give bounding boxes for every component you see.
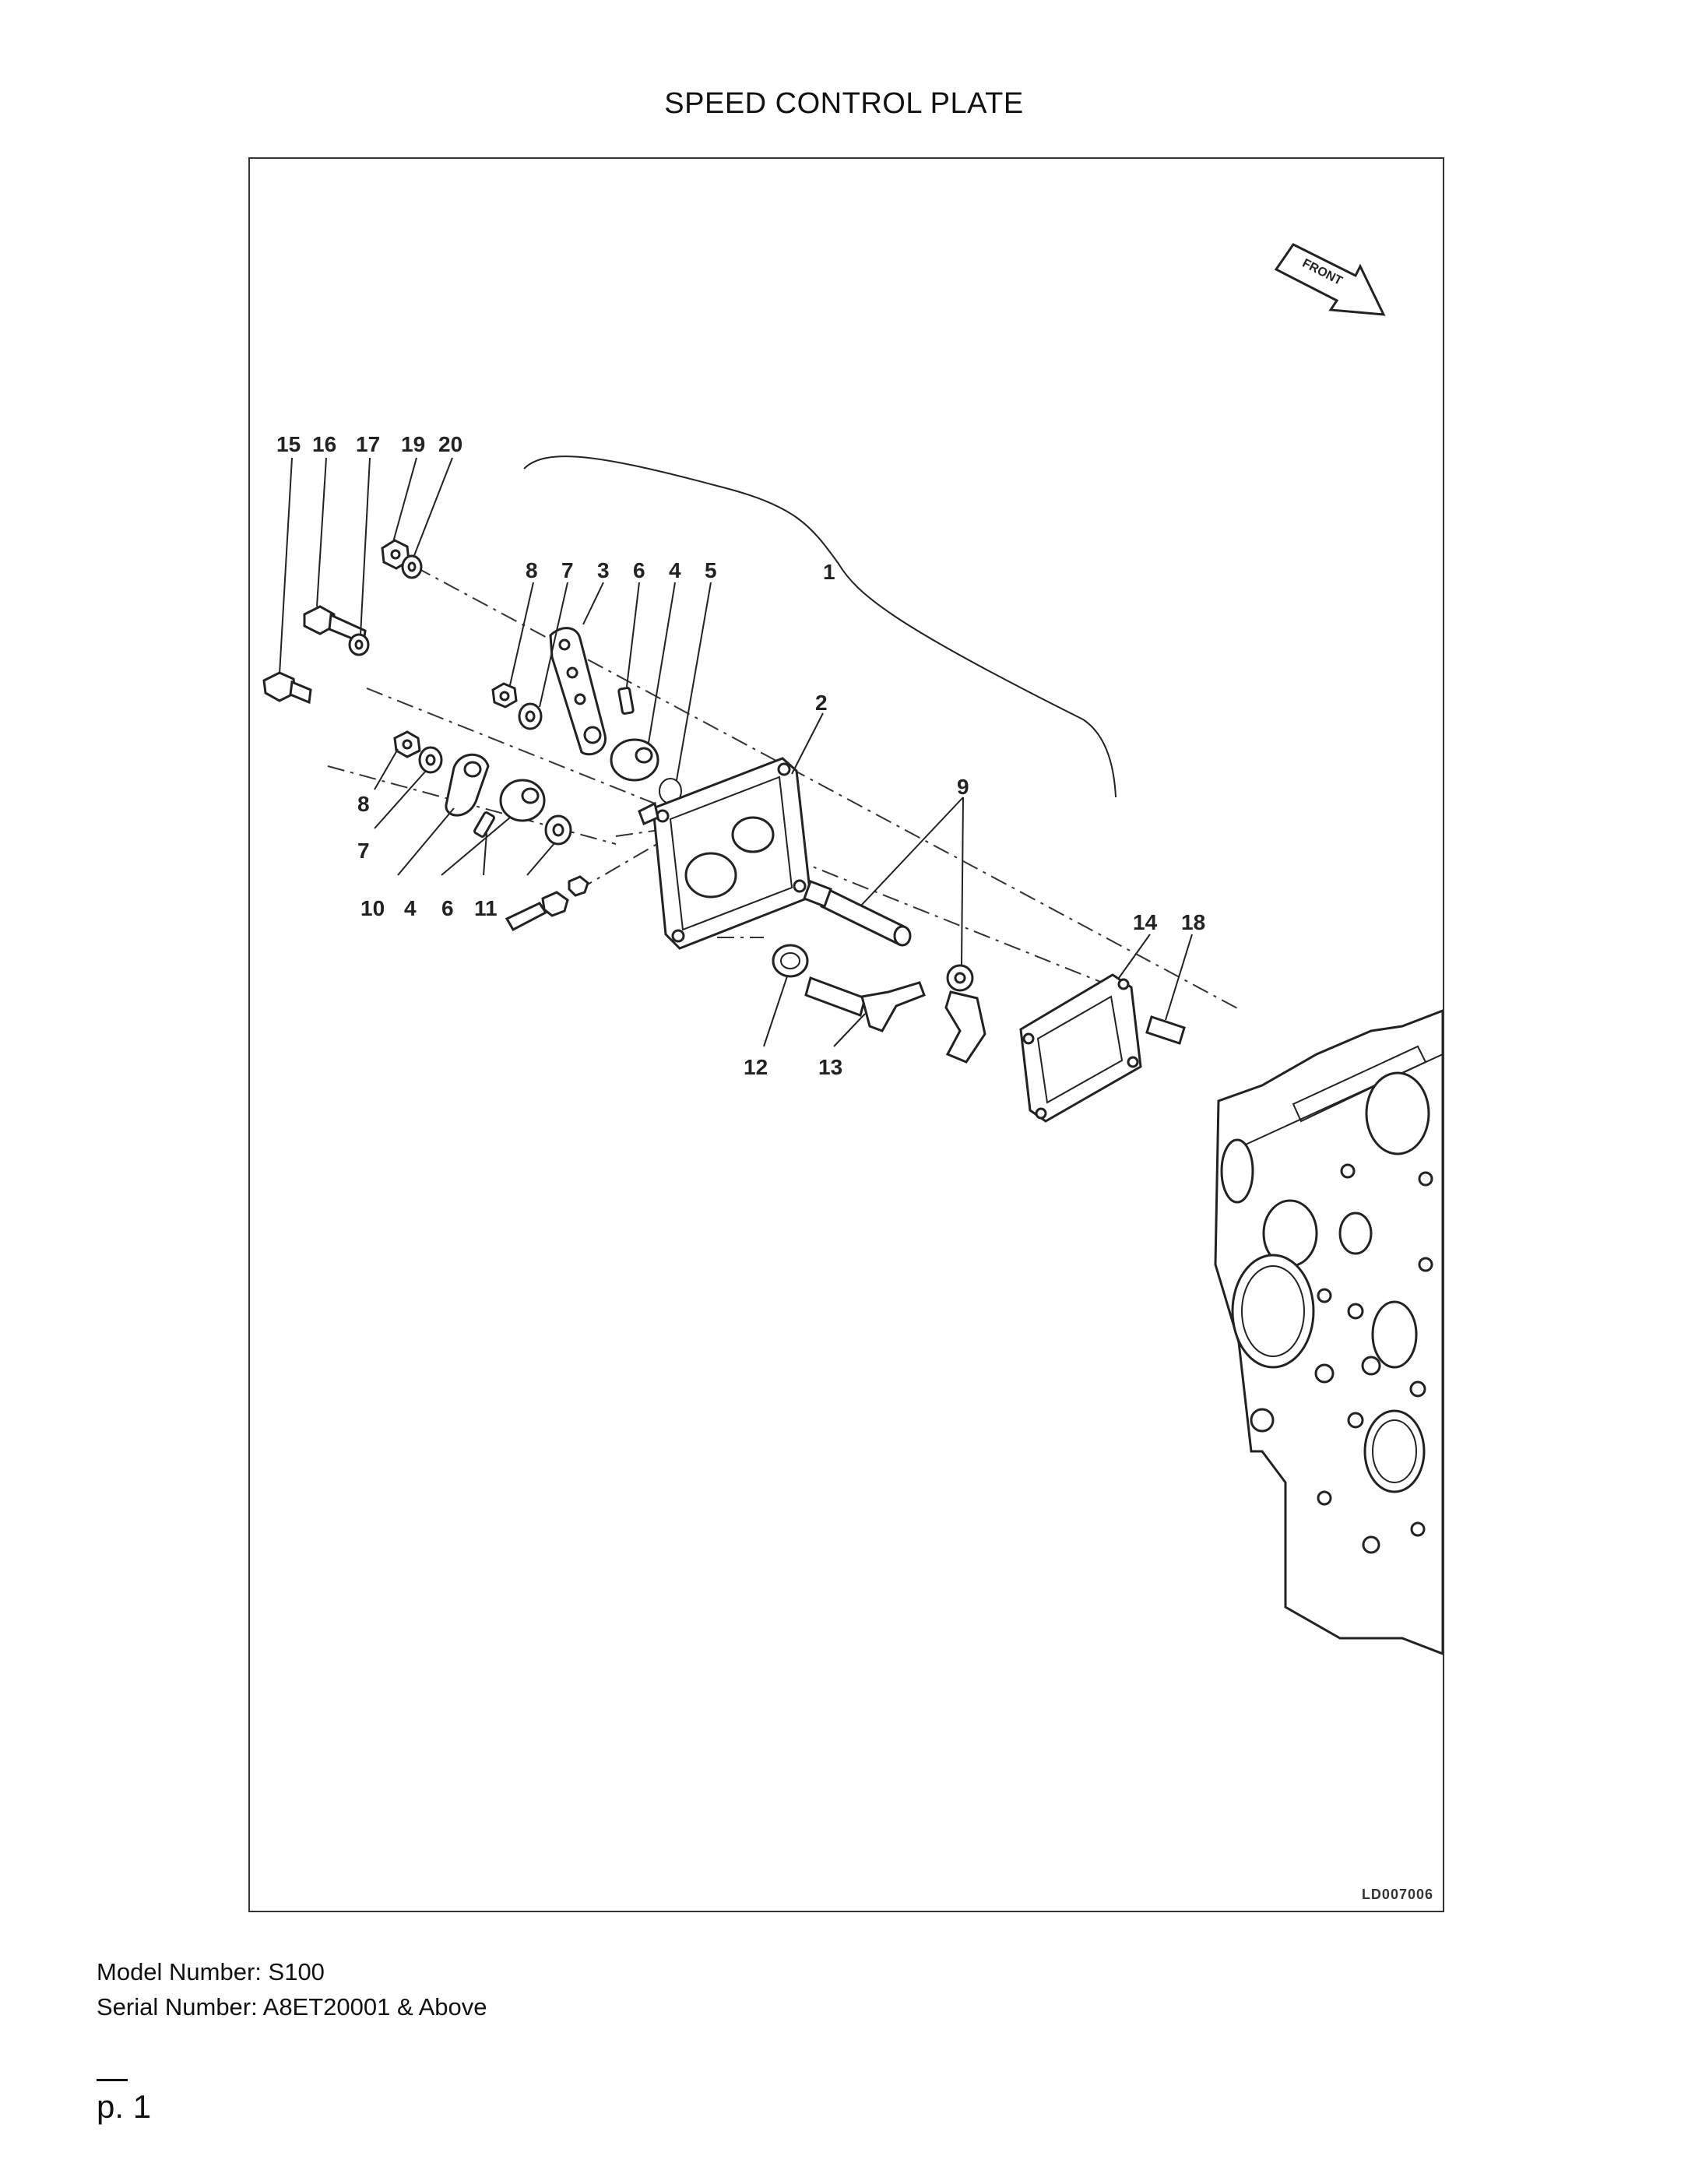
gasket-14 [1019,973,1142,1123]
callout-4-upper: 4 [669,558,681,582]
bolt-lower [505,875,589,931]
callout-7-lower: 7 [357,839,370,863]
link-plate-9 [944,964,986,1064]
exploded-parts-diagram: FRONT [262,243,1443,1655]
engine-block [1214,1009,1443,1655]
speed-control-plate-2 [638,757,812,950]
callout-4-lower: 4 [404,896,417,920]
callout-3: 3 [597,558,610,582]
callout-7-upper: 7 [561,558,574,582]
callout-14: 14 [1133,910,1158,934]
callout-9: 9 [957,775,969,799]
page-rule [97,2079,128,2081]
serial-number: Serial Number: A8ET20001 & Above [97,1993,487,2020]
pin-6-upper [617,687,635,715]
front-arrow-icon: FRONT [1274,243,1386,316]
bolt-15 [262,671,312,705]
shaft-9 [803,880,912,947]
nut-8-lower [393,730,421,758]
diagram-id-label: LD007006 [1361,1887,1433,1902]
washer-7-lower [418,746,443,774]
page-title: SPEED CONTROL PLATE [664,87,1024,120]
callout-13: 13 [818,1055,842,1079]
callout-19: 19 [401,432,425,456]
washer-20 [401,554,423,579]
pin-6-lower [473,811,495,838]
callout-18: 18 [1181,910,1205,934]
assembly-brace [523,455,1117,798]
callout-1: 1 [823,560,835,584]
parts-diagram-frame: FRONT [248,157,1444,1912]
callout-2: 2 [815,691,828,715]
collar-4-upper [610,738,659,782]
callouts: 15 16 17 19 20 1 8 7 3 6 4 5 2 9 8 7 10 … [276,432,1205,1079]
callout-10: 10 [360,896,385,920]
callout-20: 20 [438,432,462,456]
washer-17 [348,633,370,656]
callout-5: 5 [705,558,717,582]
callout-6-lower: 6 [441,896,454,920]
washer-7-upper [518,702,543,730]
nut-8-upper [491,682,518,709]
callout-11: 11 [474,896,498,920]
callout-6-upper: 6 [633,558,645,582]
spring-12 [772,944,809,978]
shaft-lever-13 [804,976,926,1032]
leader-lines [279,457,1193,1047]
callout-8-upper: 8 [526,558,538,582]
stud-18 [1145,1015,1186,1045]
collar-4-lower [499,779,546,822]
seal-11 [544,814,572,846]
callout-17: 17 [356,432,380,456]
lever-3 [549,627,607,756]
model-number: Model Number: S100 [97,1958,325,1985]
callout-15: 15 [276,432,301,456]
page-number: p. 1 [97,2088,152,2125]
callout-16: 16 [312,432,336,456]
callout-8-lower: 8 [357,792,370,816]
callout-12: 12 [744,1055,768,1079]
lever-10 [445,753,490,817]
